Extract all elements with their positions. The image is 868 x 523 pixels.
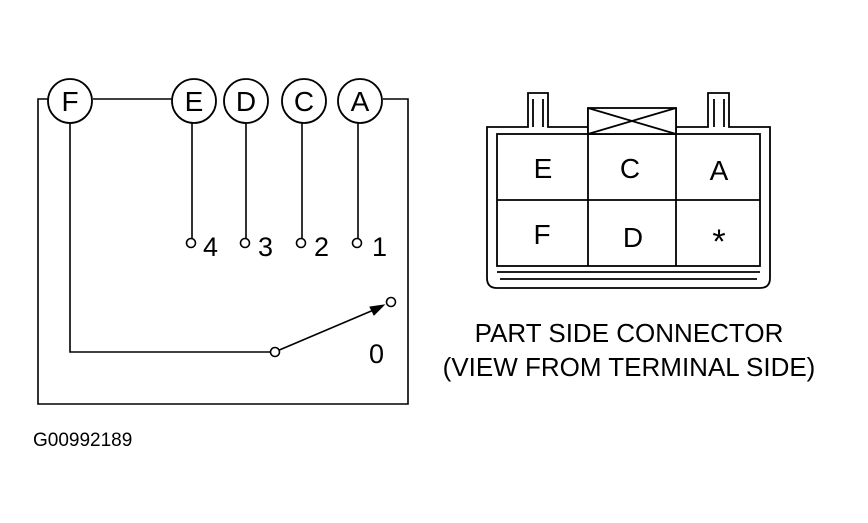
switch-arrow-head bbox=[369, 304, 386, 316]
connector-face bbox=[486, 92, 771, 289]
connector-cavity-labels: E C A F D * bbox=[533, 153, 728, 261]
contact-2 bbox=[295, 237, 307, 249]
connector-outer-shell bbox=[486, 92, 771, 289]
contact-3 bbox=[239, 237, 251, 249]
key-cross-2 bbox=[587, 107, 677, 135]
terminal-f-circle bbox=[47, 78, 93, 124]
contact-0 bbox=[385, 296, 397, 308]
connector-caption-line2: (VIEW FROM TERMINAL SIDE) bbox=[443, 352, 816, 382]
terminal-e-circle bbox=[171, 78, 217, 124]
terminal-e-label: E bbox=[185, 86, 204, 117]
terminal-d-label: D bbox=[236, 86, 256, 117]
contact-4 bbox=[185, 237, 197, 249]
contact-1 bbox=[351, 237, 363, 249]
terminal-c-label: C bbox=[294, 86, 314, 117]
contact-points bbox=[185, 237, 397, 358]
schematic-frame bbox=[37, 98, 409, 405]
cavity-unused-label: * bbox=[712, 223, 725, 261]
cavity-e-label: E bbox=[534, 153, 553, 184]
connector-caption-line1: PART SIDE CONNECTOR bbox=[475, 318, 784, 348]
terminal-f-label: F bbox=[61, 86, 78, 117]
switch-pivot bbox=[269, 346, 281, 358]
position-0-label: 0 bbox=[369, 339, 384, 369]
terminal-a-label: A bbox=[351, 86, 370, 117]
position-1-label: 1 bbox=[372, 232, 387, 262]
position-labels: 4 3 2 1 0 bbox=[203, 232, 387, 369]
terminal-circles bbox=[47, 78, 383, 124]
terminal-a-circle bbox=[337, 78, 383, 124]
cavity-c-label: C bbox=[620, 153, 640, 184]
terminal-d-circle bbox=[223, 78, 269, 124]
cavity-d-label: D bbox=[623, 222, 643, 253]
position-3-label: 3 bbox=[258, 232, 273, 262]
connector-caption: PART SIDE CONNECTOR (VIEW FROM TERMINAL … bbox=[443, 318, 816, 382]
cavity-f-label: F bbox=[533, 219, 550, 250]
switch-blade bbox=[276, 308, 377, 352]
position-4-label: 4 bbox=[203, 232, 218, 262]
terminal-c-circle bbox=[281, 78, 327, 124]
switch-schematic bbox=[37, 98, 409, 405]
position-2-label: 2 bbox=[314, 232, 329, 262]
figure-id: G00992189 bbox=[33, 430, 132, 451]
f-lead-wire bbox=[69, 121, 272, 353]
cavity-a-label: A bbox=[710, 155, 729, 186]
terminal-labels: F E D C A bbox=[61, 86, 369, 117]
